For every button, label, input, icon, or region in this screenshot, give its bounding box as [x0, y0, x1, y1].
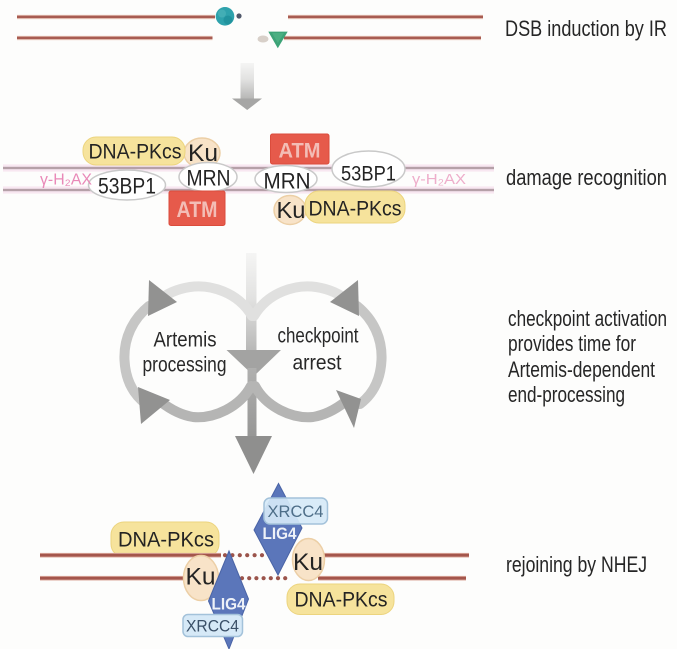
- svg-text:end-processing: end-processing: [508, 382, 625, 407]
- svg-text:Artemis-dependent: Artemis-dependent: [508, 357, 656, 382]
- svg-text:MRN: MRN: [264, 169, 311, 194]
- svg-text:DNA-PKcs: DNA-PKcs: [118, 528, 214, 552]
- svg-text:Ku: Ku: [293, 549, 323, 576]
- svg-text:DSB induction by IR: DSB induction by IR: [505, 16, 667, 41]
- svg-text:DNA-PKcs: DNA-PKcs: [295, 588, 388, 612]
- svg-text:XRCC4: XRCC4: [186, 618, 239, 636]
- svg-text:DNA-PKcs: DNA-PKcs: [89, 140, 182, 164]
- svg-text:Ku: Ku: [186, 564, 216, 591]
- svg-text:LIG4: LIG4: [212, 596, 247, 614]
- svg-text:Ku: Ku: [188, 140, 218, 167]
- svg-text:processing: processing: [143, 354, 227, 377]
- svg-text:XRCC4: XRCC4: [268, 503, 324, 521]
- svg-text:damage recognition: damage recognition: [506, 165, 667, 190]
- svg-text:rejoining by NHEJ: rejoining by NHEJ: [506, 552, 647, 577]
- svg-text:Artemis: Artemis: [154, 329, 217, 352]
- svg-text:DNA-PKcs: DNA-PKcs: [309, 197, 402, 221]
- svg-text:checkpoint: checkpoint: [278, 325, 359, 348]
- svg-text:checkpoint activation: checkpoint activation: [508, 306, 667, 331]
- svg-text:53BP1: 53BP1: [341, 163, 396, 186]
- svg-text:53BP1: 53BP1: [98, 174, 156, 199]
- svg-text:γ-H₂AX: γ-H₂AX: [40, 172, 93, 189]
- svg-text:arrest: arrest: [293, 352, 342, 375]
- svg-text:γ-H₂AX: γ-H₂AX: [412, 171, 466, 188]
- svg-text:provides time for: provides time for: [508, 331, 636, 356]
- svg-text:ATM: ATM: [279, 140, 321, 163]
- svg-text:MRN: MRN: [187, 166, 231, 191]
- svg-text:Ku: Ku: [277, 197, 306, 223]
- svg-text:LIG4: LIG4: [263, 525, 298, 543]
- svg-text:ATM: ATM: [177, 197, 218, 222]
